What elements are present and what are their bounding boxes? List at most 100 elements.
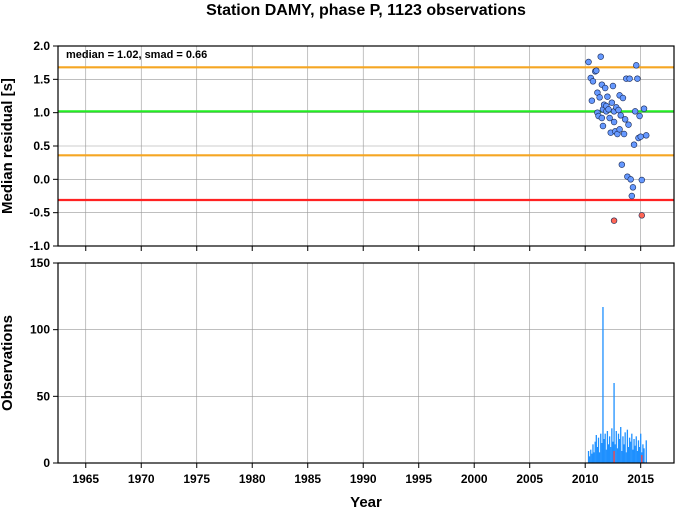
observation-bar	[588, 456, 591, 463]
x-tick-label: 1985	[294, 472, 321, 486]
top-y-tick-label: 2.0	[33, 39, 50, 53]
observation-bar	[643, 448, 645, 463]
observation-bar	[597, 437, 600, 463]
top-y-tick-label: 0.5	[33, 139, 50, 153]
observation-bar	[645, 440, 647, 463]
observation-bar	[598, 452, 601, 463]
observation-bar	[635, 436, 637, 463]
residual-point	[593, 67, 600, 74]
observation-bar	[601, 443, 603, 463]
residual-point	[617, 112, 624, 119]
residual-point	[616, 126, 623, 133]
observation-bar	[613, 383, 615, 463]
observation-bar	[634, 445, 636, 463]
residual-point	[604, 93, 611, 100]
observation-bar	[590, 449, 592, 463]
observation-bar	[618, 439, 621, 463]
observation-bar	[626, 429, 629, 463]
bottom-plot-frame	[57, 262, 675, 464]
bottom-plot-area	[58, 263, 674, 463]
top-y-axis-label: Median residual [s]	[0, 78, 16, 214]
observation-bar	[608, 436, 611, 463]
observation-bar	[616, 448, 619, 463]
observation-bar	[640, 433, 642, 463]
top-y-tick-label: 0.0	[33, 172, 50, 186]
observation-bar	[631, 433, 633, 463]
observation-bar	[637, 440, 640, 463]
residual-point	[626, 75, 633, 82]
residual-point	[620, 130, 628, 138]
residual-point	[628, 192, 636, 200]
outlier-observation-bar	[641, 455, 643, 463]
observation-bar	[636, 451, 639, 463]
x-tick-label: 2000	[461, 472, 488, 486]
residual-point	[599, 122, 607, 130]
x-tick-label: 1965	[72, 472, 99, 486]
observation-bar	[603, 439, 605, 463]
observation-bar	[617, 433, 620, 463]
outlier-point	[610, 217, 618, 224]
top-reference-lines	[58, 66, 674, 202]
bottom-y-tick-label: 50	[37, 389, 51, 403]
bottom-bars	[587, 307, 647, 463]
residual-point	[597, 53, 604, 60]
residual-point	[643, 132, 650, 139]
top-y-tick-labels: 2.0 1.5 1.0 0.5 0.0 -0.5 -1.0	[29, 39, 58, 253]
residual-point	[618, 161, 626, 168]
bottom-y-tick-label: 150	[30, 256, 50, 270]
residual-point	[596, 94, 603, 101]
observation-bar	[625, 452, 627, 463]
residual-point	[637, 133, 644, 140]
top-y-tick-label: 1.5	[33, 72, 50, 86]
residual-point	[601, 84, 609, 92]
observation-bar	[604, 433, 606, 463]
observation-bar	[642, 444, 644, 463]
top-scatter-points	[585, 53, 650, 224]
residual-point	[619, 94, 627, 102]
top-y-tick-label: -0.5	[29, 206, 50, 220]
top-y-tick-label: 1.0	[33, 106, 50, 120]
observation-bar	[591, 453, 593, 463]
observation-bar	[638, 447, 641, 463]
residual-point	[634, 75, 641, 82]
observation-bar	[610, 447, 612, 463]
residual-point	[638, 176, 646, 184]
observation-bar	[620, 427, 622, 463]
top-plot: 2.01.51.00.50.0-0.5-1.0 median = 1.02, s…	[0, 39, 675, 253]
outlier-observation-bar	[613, 451, 615, 463]
x-tick-label: 1990	[350, 472, 377, 486]
observation-bar	[611, 428, 613, 463]
observation-bar	[622, 436, 624, 463]
observation-bar	[596, 447, 599, 463]
observation-bar	[605, 449, 607, 463]
x-tick-label: 2005	[516, 472, 543, 486]
top-x-tick-marks	[85, 246, 642, 251]
residual-point	[621, 116, 629, 123]
observation-bar	[592, 444, 594, 463]
top-y-tick-label: -1.0	[29, 239, 50, 253]
residual-point	[606, 114, 613, 122]
residual-point	[589, 78, 597, 85]
residual-point	[629, 184, 637, 191]
residual-point	[585, 58, 592, 66]
observation-bar	[587, 451, 590, 463]
observation-bar	[632, 449, 634, 463]
residual-point	[615, 106, 622, 114]
observation-bar	[602, 307, 604, 463]
observation-bar	[606, 431, 609, 463]
residual-point	[608, 99, 616, 106]
observation-bar	[612, 441, 614, 463]
residual-point	[605, 106, 612, 113]
chart-title: Station DAMY, phase P, 1123 observations	[206, 2, 526, 19]
observation-bar	[630, 441, 632, 463]
observation-bar	[614, 444, 616, 463]
residual-point	[636, 112, 643, 120]
residual-point	[625, 121, 632, 128]
residual-point	[588, 97, 596, 104]
observation-bar	[623, 444, 625, 463]
x-tick-label: 2010	[572, 472, 599, 486]
residual-point	[640, 105, 648, 112]
